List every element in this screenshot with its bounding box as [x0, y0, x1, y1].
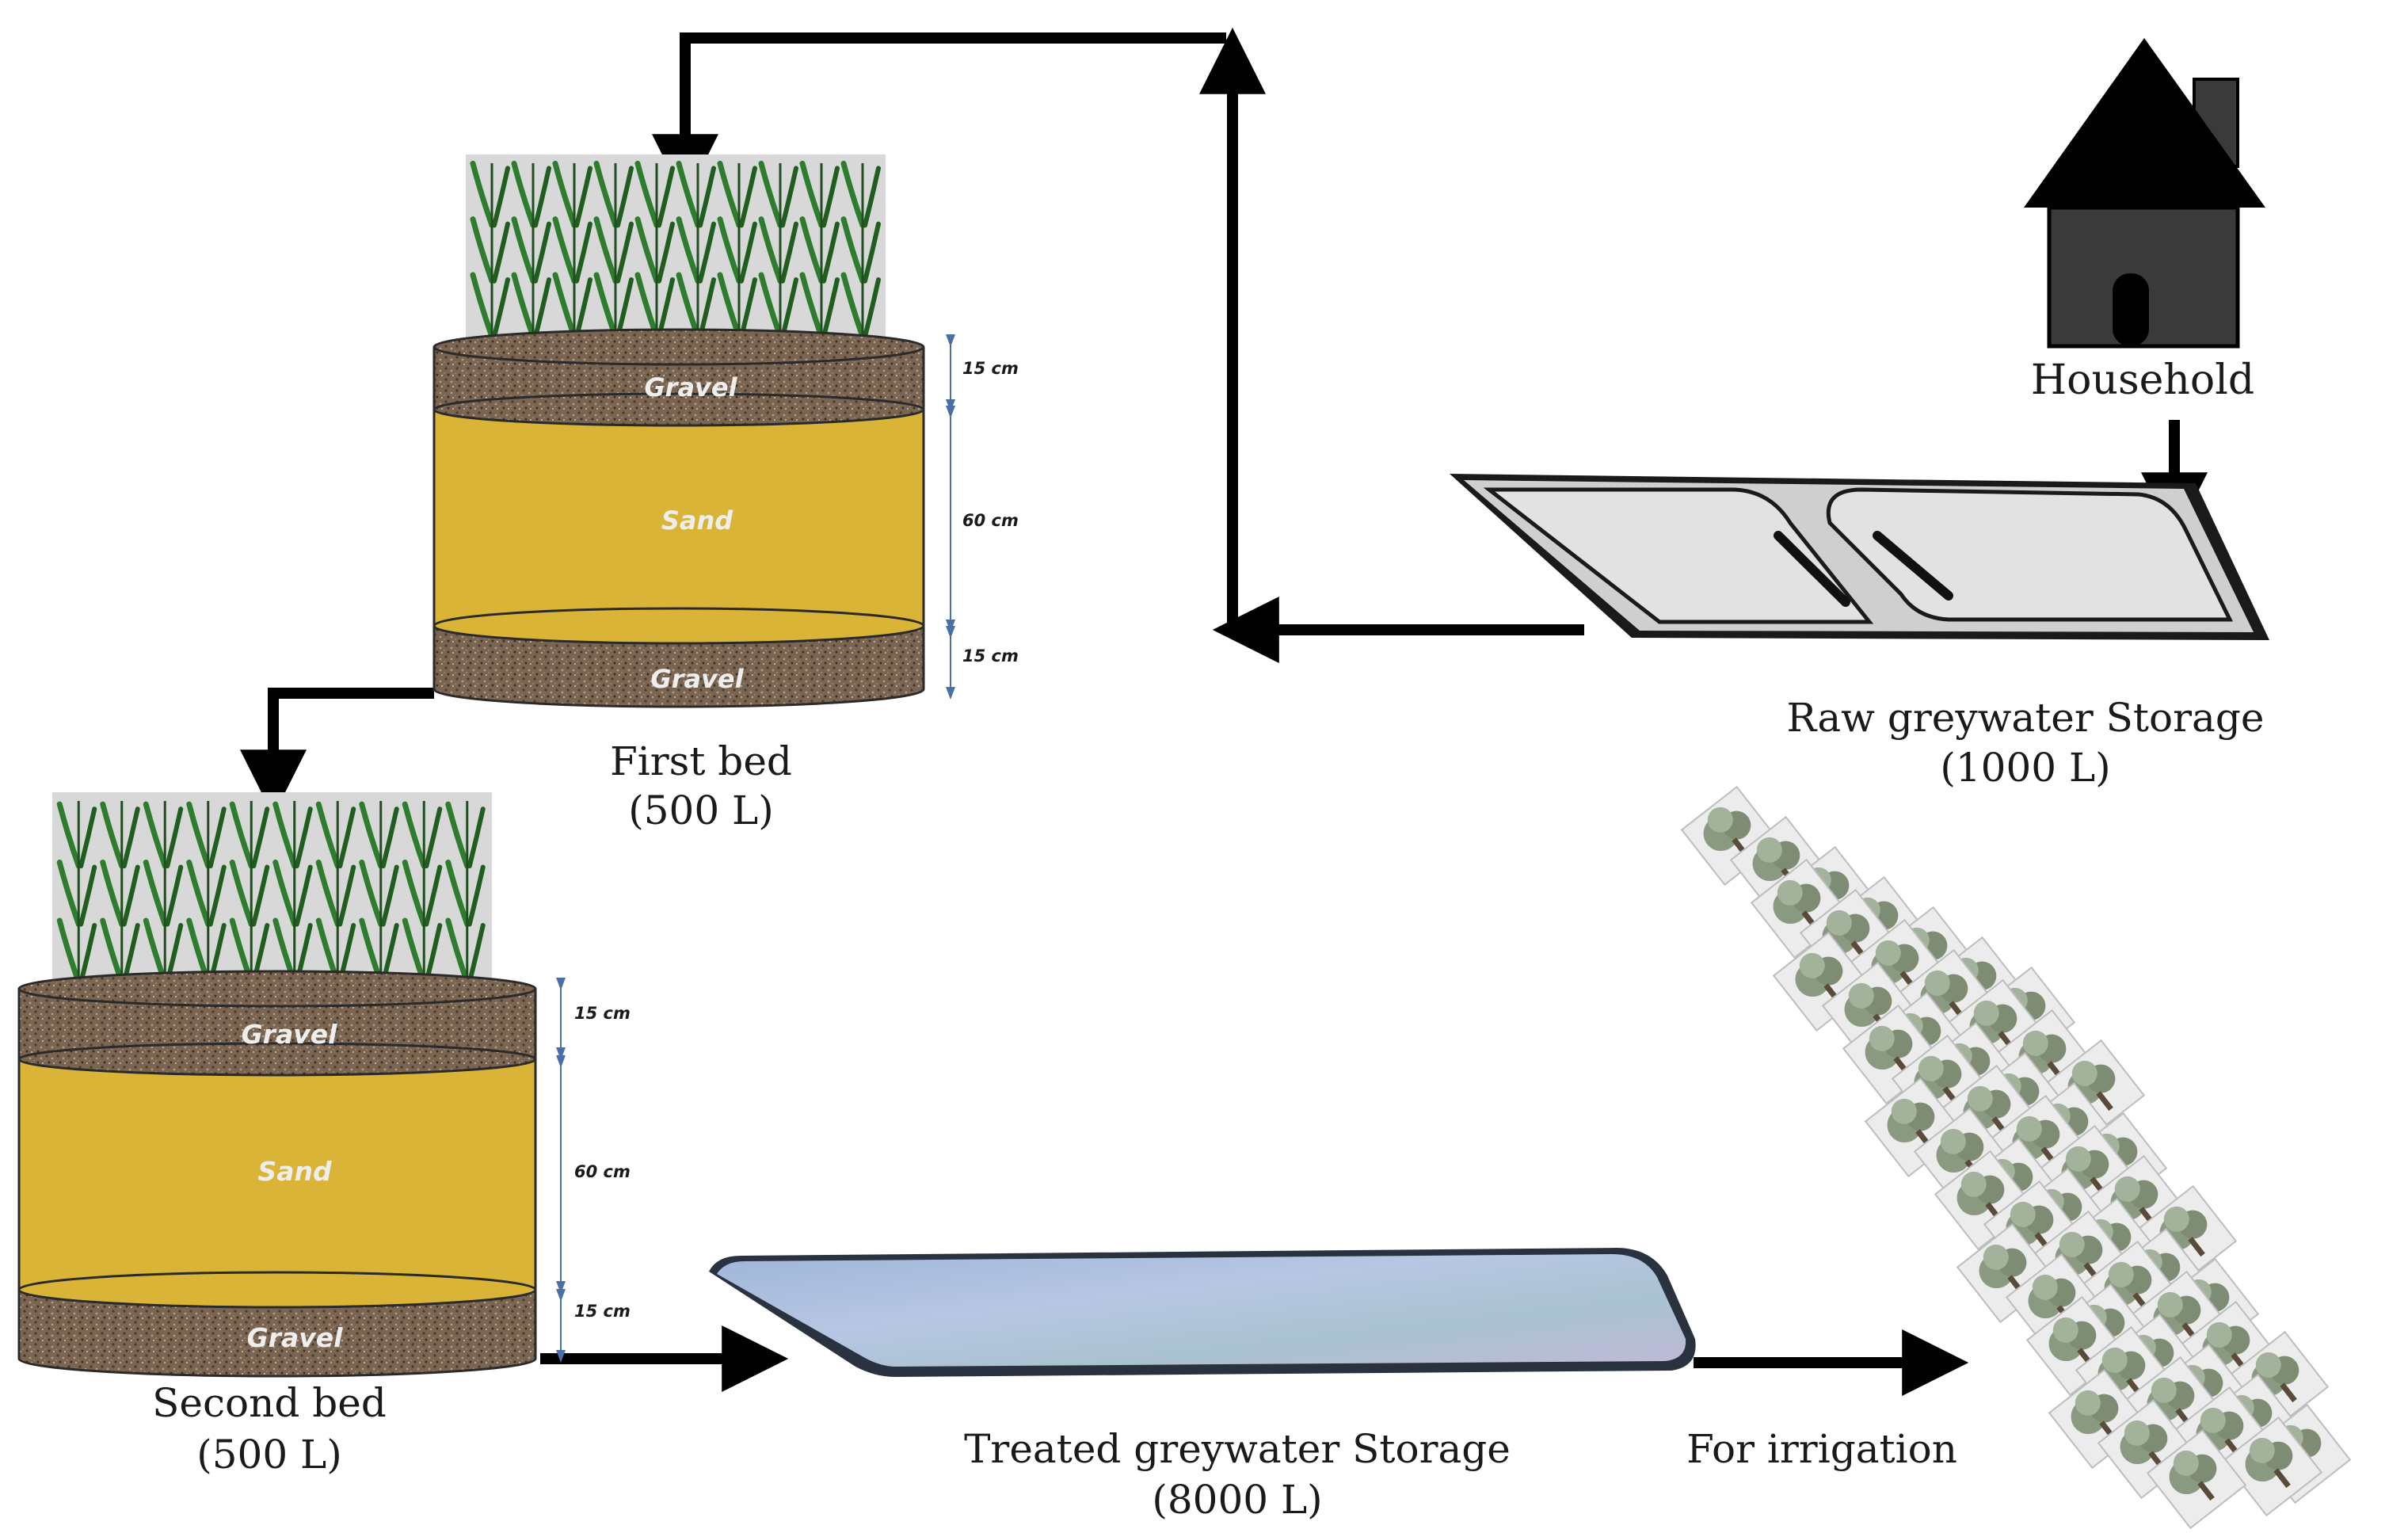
house-icon [2024, 38, 2265, 349]
second-bed-middle-dimension: 60 cm [574, 1162, 631, 1181]
first-bed-middle-dimension: 60 cm [962, 511, 1019, 530]
second-bed-bottom-dimension: 15 cm [574, 1302, 631, 1321]
second-bed-label: Second bed [152, 1380, 387, 1426]
first-bed-top-dimension: 15 cm [962, 359, 1019, 378]
first-bed-plant-icon [511, 160, 551, 340]
first-bed-top-layer-label: Gravel [644, 372, 737, 402]
first-bed-plant-icon [758, 160, 798, 340]
first-bed-plant-icon [470, 160, 510, 340]
second-bed-plants-background [52, 792, 492, 982]
flow-arrow-first-to-second-bed [240, 688, 434, 817]
flow-arrow-top-to-first-bed [652, 32, 1226, 201]
tree-icon [2222, 1416, 2323, 1517]
second-bed-plant-icon [315, 801, 356, 986]
irrigation-label: For irrigation [1686, 1426, 1957, 1472]
second-bed-bottom-layer-label: Gravel [247, 1322, 344, 1353]
second-bed: Gravel Sand Gravel 15 cm 60 cm 15 cm [17, 792, 631, 1378]
treated-storage-capacity: (8000 L) [1152, 1477, 1322, 1523]
tree-icon [2146, 1428, 2247, 1530]
sink-tank-icon [1450, 474, 2269, 640]
second-bed-plant-icon [56, 801, 97, 986]
first-bed-sand [434, 408, 924, 626]
second-bed-plant-icon [100, 801, 140, 986]
raw-storage-capacity: (1000 L) [1940, 745, 2110, 791]
flow-arrows [240, 27, 2208, 1396]
first-bed-plant-icon [840, 160, 881, 340]
tree-grid-icon [1680, 785, 2352, 1530]
water-tank-icon [709, 1248, 1696, 1377]
second-bed-capacity: (500 L) [196, 1432, 342, 1478]
first-bed: Gravel Sand Gravel 15 cm 60 cm 15 cm [432, 154, 1019, 708]
household-label: Household [2031, 357, 2254, 404]
first-bed-plants-background [466, 154, 886, 341]
second-bed-top-dimension: 15 cm [574, 1004, 631, 1023]
treated-storage-label: Treated greywater Storage [964, 1426, 1511, 1472]
first-bed-label: First bed [610, 738, 792, 784]
second-bed-top-layer-label: Gravel [242, 1019, 338, 1050]
second-bed-sand [19, 1058, 535, 1290]
second-bed-plant-icon [143, 801, 184, 986]
first-bed-plant-icon [634, 160, 675, 340]
second-bed-middle-layer-label: Sand [257, 1156, 332, 1187]
first-bed-plant-icon [799, 160, 840, 340]
first-bed-plant-icon [593, 160, 634, 340]
first-bed-bottom-dimension: 15 cm [962, 646, 1019, 665]
first-bed-middle-layer-label: Sand [661, 505, 733, 536]
first-bed-bottom-layer-label: Gravel [650, 664, 744, 694]
raw-storage-label: Raw greywater Storage [1787, 695, 2265, 741]
first-bed-capacity: (500 L) [628, 787, 774, 833]
